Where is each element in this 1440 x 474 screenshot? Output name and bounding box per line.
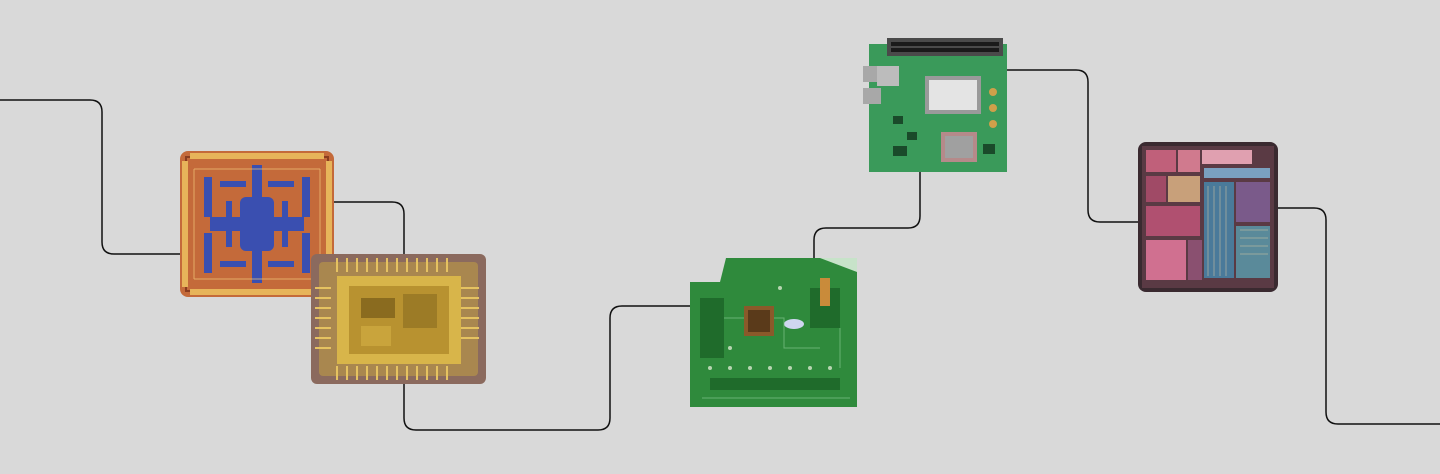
chip-die-micrograph-colorful-image xyxy=(1138,142,1278,292)
wire-exit xyxy=(1277,207,1440,425)
circuit-board-green-image xyxy=(690,258,857,407)
chip-die-orange-blue-image xyxy=(180,151,334,297)
wire-die-to-package xyxy=(333,201,405,257)
chip-package-gold-wirebond-image xyxy=(311,254,486,384)
embedded-board-processor-image xyxy=(863,36,1007,172)
wire-entry xyxy=(0,99,183,255)
wire-pcb-to-board xyxy=(813,171,921,259)
wire-package-to-pcb xyxy=(403,305,693,431)
wire-board-to-die xyxy=(1005,69,1141,223)
